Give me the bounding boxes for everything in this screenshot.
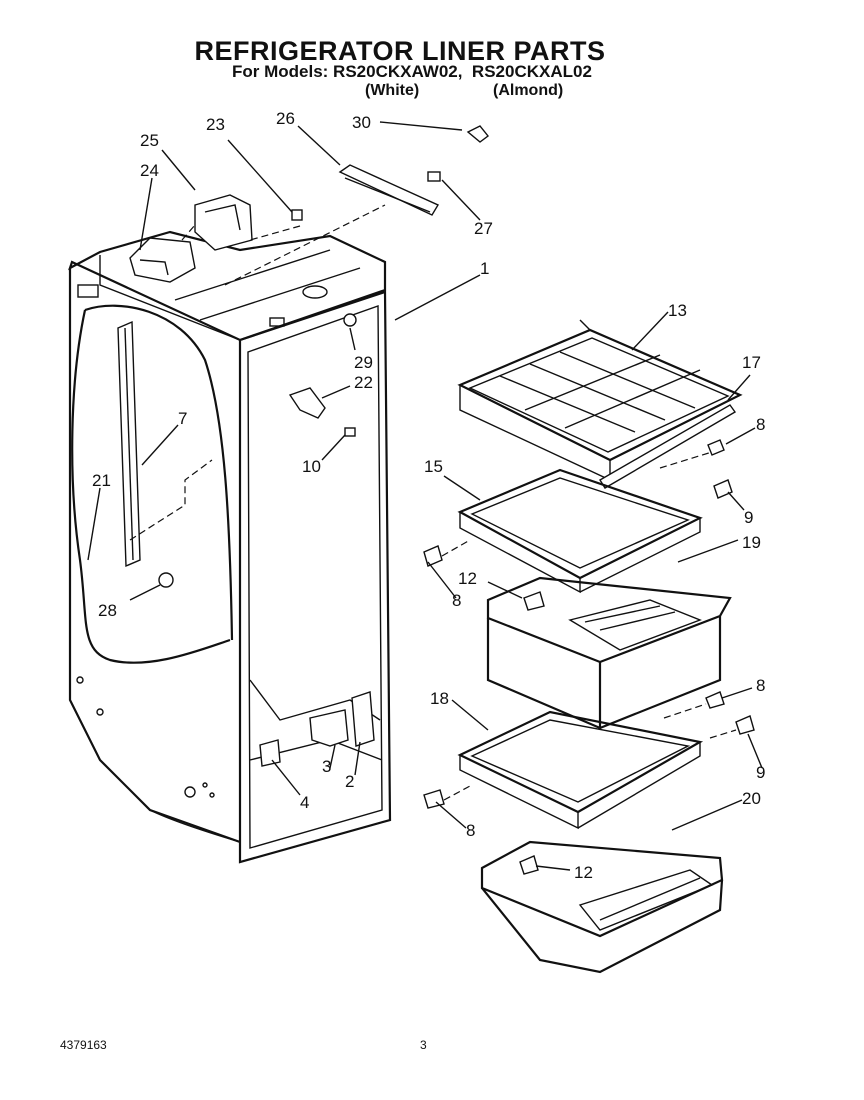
callout-26: 26 [276,109,295,128]
callout-12a: 12 [458,569,477,588]
document-number: 4379163 [60,1038,107,1052]
callout-1: 1 [480,259,489,278]
callout-labels: 1 2 3 4 7 8 8 8 8 9 9 10 12 12 13 15 17 … [92,109,765,882]
part-29-plug [343,313,357,327]
shelf-13 [457,319,743,482]
leader-lines [87,121,763,871]
callout-29: 29 [354,353,373,372]
page-number: 3 [420,1038,427,1052]
parts-2-3-4-brackets [259,691,375,767]
part-26-rail [338,164,440,216]
callout-3: 3 [322,757,331,776]
callout-17: 17 [742,353,761,372]
callout-24: 24 [140,161,159,180]
part-23-screw [291,209,303,221]
callout-18: 18 [430,689,449,708]
callout-25: 25 [140,131,159,150]
pan-20 [480,840,724,974]
callout-10: 10 [302,457,321,476]
color-almond-label: (Almond) [493,82,564,99]
callout-22: 22 [354,373,373,392]
callout-8d: 8 [466,821,475,840]
liner-cabinet [68,230,392,864]
callout-21: 21 [92,471,111,490]
models-line: For Models: RS20CKXAW02, RS20CKXAL02 [232,62,592,82]
shelf-18 [457,710,704,830]
callout-27: 27 [474,219,493,238]
part-24-bracket [129,237,196,283]
callout-2: 2 [345,772,354,791]
callout-19: 19 [742,533,761,552]
callout-30: 30 [352,113,371,132]
callout-23: 23 [206,115,225,134]
callout-9a: 9 [744,508,753,527]
callout-15: 15 [424,457,443,476]
callout-4: 4 [300,793,309,812]
color-white-label: (White) [365,82,420,99]
callout-9b: 9 [756,763,765,782]
part-10-screw [344,427,356,437]
part-30-clip [466,125,489,143]
callout-8b: 8 [452,591,461,610]
callout-12b: 12 [574,863,593,882]
crisper-19 [486,576,732,730]
fasteners [423,439,755,875]
callout-7: 7 [178,409,187,428]
callout-28: 28 [98,601,117,620]
callout-13: 13 [668,301,687,320]
shelf-15 [457,468,703,594]
part-27-screw [427,171,441,182]
callout-8a: 8 [756,415,765,434]
part-22-bracket [288,387,326,419]
page-title: REFRIGERATOR LINER PARTS [194,36,606,66]
callout-20: 20 [742,789,761,808]
part-28-plug [158,572,174,588]
callout-8c: 8 [756,676,765,695]
models-text: For Models: RS20CKXAW02, RS20CKXAL02 [232,62,592,81]
alignment-lines [129,204,737,801]
